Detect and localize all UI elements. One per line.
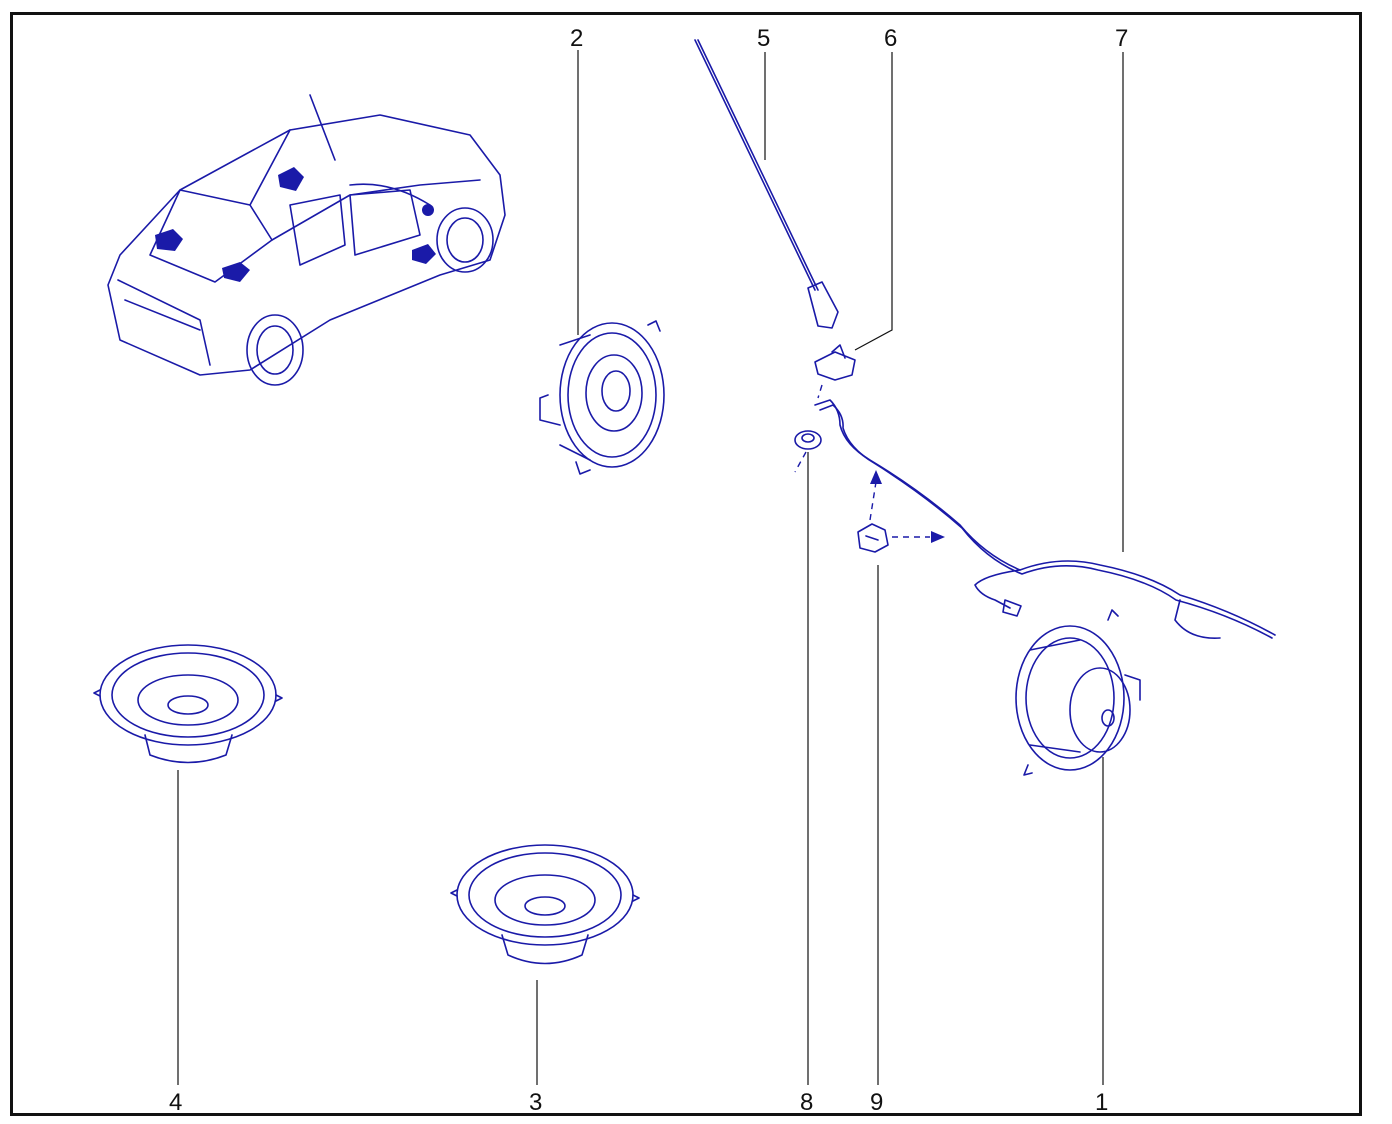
callout-5: 5 bbox=[757, 25, 770, 52]
cable-icon bbox=[814, 399, 1276, 639]
car-illustration bbox=[107, 94, 506, 386]
speaker-4-icon bbox=[93, 644, 283, 764]
diagram-frame bbox=[10, 12, 1362, 1116]
callout-4: 4 bbox=[169, 1089, 182, 1116]
antenna-icon bbox=[694, 39, 839, 329]
speaker-1-icon bbox=[1015, 609, 1141, 776]
callout-7: 7 bbox=[1115, 25, 1128, 52]
nut-icon bbox=[814, 344, 856, 381]
callout-8: 8 bbox=[800, 1089, 813, 1116]
speaker-2-icon bbox=[539, 320, 665, 475]
speaker-3-icon bbox=[450, 844, 640, 965]
leader-lines bbox=[177, 50, 1124, 1085]
grommet-icon bbox=[794, 384, 823, 473]
callout-1: 1 bbox=[1095, 1089, 1108, 1116]
callout-3: 3 bbox=[529, 1089, 542, 1116]
callout-2: 2 bbox=[570, 25, 583, 52]
callout-9: 9 bbox=[870, 1089, 883, 1116]
callout-6: 6 bbox=[884, 25, 897, 52]
clip-icon bbox=[857, 470, 945, 553]
